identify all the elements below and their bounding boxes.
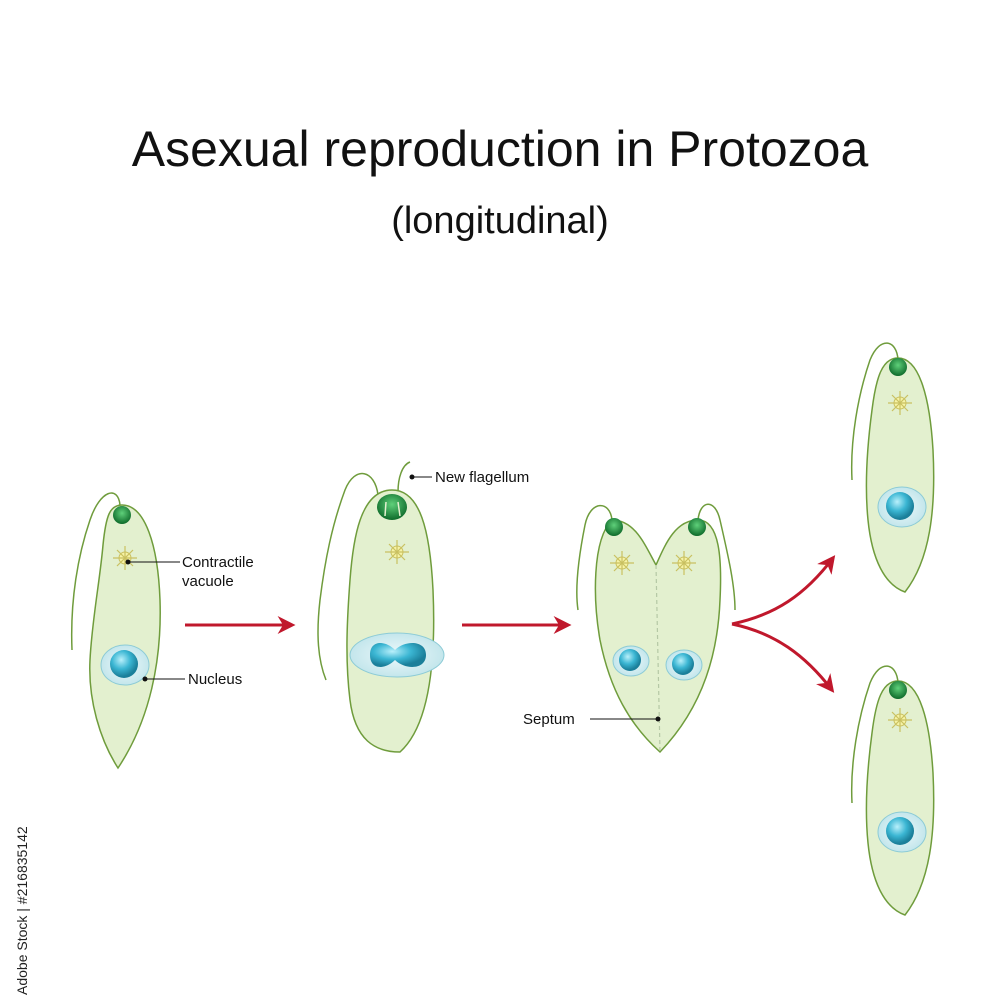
flagellum [850, 342, 899, 481]
contractile-vacuole [888, 391, 912, 415]
contractile-vacuole [888, 708, 912, 732]
cell-body [865, 357, 935, 593]
cell-body [89, 504, 161, 770]
contractile-vacuole-left [610, 551, 634, 575]
eyespot-left [605, 518, 623, 536]
eyespot [889, 681, 907, 699]
arrow-down [731, 622, 835, 693]
nucleus [110, 650, 138, 678]
label-contractile-vacuole-1: Contractile [182, 554, 254, 571]
flagellum [850, 665, 899, 804]
cell-stage-2 [317, 461, 445, 753]
diagram-subtitle: (longitudinal) [391, 200, 609, 242]
label-contractile-vacuole-2: vacuole [182, 573, 234, 590]
cell-stage-3 [576, 503, 736, 754]
flagellum [317, 472, 379, 681]
eyespot-right [688, 518, 706, 536]
contractile-vacuole-right [672, 551, 696, 575]
eyespot [889, 358, 907, 376]
nucleus [886, 817, 914, 845]
flagellum-right [697, 503, 736, 611]
flagellum-left [576, 504, 613, 611]
diagram-title: Asexual reproduction in Protozoa [131, 121, 869, 177]
cell-stage-1 [70, 492, 161, 770]
eyespot [377, 494, 407, 520]
arrow-up [731, 555, 836, 626]
stock-watermark: Adobe Stock | #216835142 [14, 826, 30, 995]
cell-body [865, 680, 935, 916]
nucleus-left [619, 649, 641, 671]
daughter-cell-bottom [850, 665, 935, 916]
label-new-flagellum: New flagellum [435, 469, 529, 486]
cell-body [346, 489, 435, 753]
label-nucleus: Nucleus [188, 671, 242, 688]
eyespot [113, 506, 131, 524]
daughter-cell-top [850, 342, 935, 593]
contractile-vacuole [385, 540, 409, 564]
flagellum [70, 492, 121, 651]
nucleus-right [672, 653, 694, 675]
nucleus [886, 492, 914, 520]
new-flagellum [397, 461, 411, 493]
dividing-nucleus [370, 643, 426, 667]
label-septum: Septum [523, 711, 575, 728]
